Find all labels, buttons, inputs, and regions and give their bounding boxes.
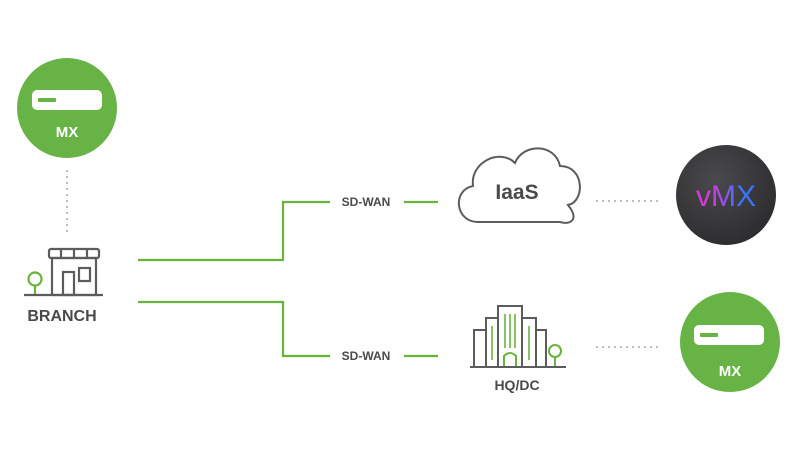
building-windows (491, 314, 530, 360)
hqdc-building-icon (470, 305, 566, 368)
building-left-wing (473, 329, 487, 368)
top-sd-wan-label: SD-WAN (342, 195, 391, 209)
tree-icon (27, 271, 43, 287)
bottom-sd-wan-link (138, 300, 330, 358)
iaas-cloud: IaaS (457, 147, 581, 224)
router-led-bar (38, 98, 56, 102)
top-sd-wan-link (138, 200, 330, 262)
branch-store-icon (24, 247, 103, 297)
hq-router-icon (694, 325, 764, 345)
building-right-wing (535, 329, 547, 368)
vmx-circle (676, 145, 776, 245)
branch-mx-label: MX (56, 124, 79, 141)
bottom-sd-wan-label: SD-WAN (342, 349, 391, 363)
vmx-appliance: vMX (676, 145, 776, 245)
store-window (77, 266, 92, 283)
hq-mx-label: MX (719, 363, 742, 380)
building-entrance (503, 352, 517, 367)
iaas-label: IaaS (495, 181, 538, 204)
branch-mx-appliance: MX (17, 58, 117, 158)
cloud-icon (457, 147, 581, 224)
store-door (61, 270, 76, 297)
hq-router-led-bar (700, 333, 718, 337)
branch-label: BRANCH (27, 308, 96, 325)
hqdc-label: HQ/DC (494, 377, 539, 393)
router-icon (32, 90, 102, 110)
vmx-label: vMX (696, 180, 756, 213)
hq-mx-appliance: MX (680, 292, 780, 392)
hq-tree-icon (548, 344, 562, 358)
